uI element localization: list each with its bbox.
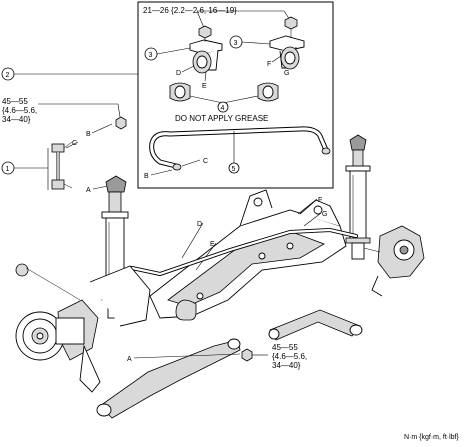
letter-b-inset: B bbox=[144, 173, 149, 180]
callout-4 bbox=[217, 101, 229, 113]
stabilizer-bracket-left bbox=[189, 38, 223, 74]
inset-torque-spec: 21—26 {2.2—2.6, 16—19} bbox=[143, 6, 237, 15]
letter-a-main-upper: A bbox=[86, 187, 91, 194]
stabilizer-bolt-right bbox=[284, 16, 298, 30]
callout-3-left-label: 3 bbox=[149, 52, 153, 59]
lower-arm-nut bbox=[241, 348, 253, 362]
letter-d-inset: D bbox=[176, 70, 181, 77]
stabilizer-bushing-left bbox=[169, 82, 191, 102]
rear-crossmember bbox=[149, 189, 347, 319]
lower-torque-line2: {4.6—5.6, bbox=[272, 352, 307, 361]
torque-units-legend: N·m {kgf·m, ft·lbf} bbox=[404, 434, 460, 441]
lower-torque-line3: 34—40} bbox=[272, 361, 301, 370]
shock-absorber-right bbox=[345, 134, 371, 260]
callout-4-label: 4 bbox=[221, 105, 225, 112]
no-grease-note: DO NOT APPLY GREASE bbox=[175, 114, 268, 123]
callout-5-label: 5 bbox=[232, 166, 236, 173]
letter-a-main-lower: A bbox=[127, 356, 132, 363]
letter-e-inset: E bbox=[202, 83, 207, 90]
link-torque-line1: 45—55 bbox=[2, 97, 28, 106]
letter-g-main: G bbox=[322, 211, 327, 218]
letter-f-inset: F bbox=[267, 61, 271, 68]
letter-b-main: B bbox=[86, 131, 91, 138]
inset-frame bbox=[137, 1, 334, 189]
stabilizer-bracket-right bbox=[269, 29, 305, 70]
letter-e-main: E bbox=[210, 241, 215, 248]
link-nut-upper bbox=[115, 116, 127, 130]
rear-hub-knuckle-left bbox=[15, 263, 151, 393]
letter-d-main: D bbox=[197, 221, 202, 228]
lower-arm-right bbox=[268, 309, 363, 341]
link-torque-line3: 34—40} bbox=[2, 115, 31, 124]
stabilizer-bar-installed bbox=[130, 227, 358, 321]
stabilizer-bar bbox=[149, 126, 331, 171]
letter-f-main: F bbox=[318, 197, 322, 204]
lower-arm-left bbox=[96, 338, 241, 419]
letter-c-inset: C bbox=[203, 158, 208, 165]
rear-hub-knuckle-right bbox=[363, 225, 425, 297]
link-torque-line2: {4.6—5.6, bbox=[2, 106, 37, 115]
callout-1-label: 1 bbox=[6, 166, 10, 173]
stabilizer-link bbox=[51, 141, 73, 190]
lower-torque-line1: 45—55 bbox=[272, 343, 298, 352]
callout-5 bbox=[228, 162, 240, 174]
stabilizer-bolt-left bbox=[198, 25, 212, 39]
stabilizer-bushing-right bbox=[257, 82, 279, 102]
letter-g-inset: G bbox=[284, 70, 289, 77]
callout-2-label: 2 bbox=[6, 72, 10, 79]
callout-3-right-label: 3 bbox=[234, 40, 238, 47]
